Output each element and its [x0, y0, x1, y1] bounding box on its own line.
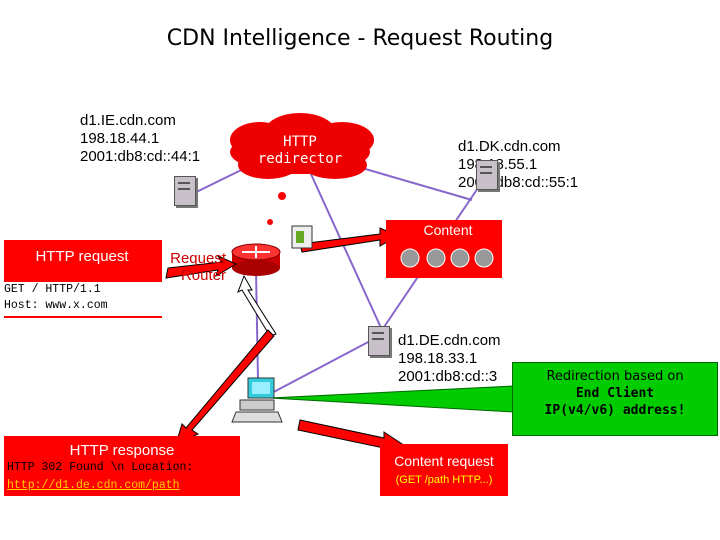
- http-response-label: HTTP response: [69, 442, 175, 459]
- arrow-request: [165, 254, 238, 279]
- request-router-line-1: Request: [170, 250, 226, 267]
- site-de-ipv4: 198.18.33.1: [398, 350, 478, 367]
- request-router-label: Request Router: [160, 250, 226, 284]
- site-de-label: d1.DE.cdn.com 198.18.33.1 2001:db8:cd::3: [398, 332, 501, 386]
- site-dk-host: d1.DK.cdn.com: [458, 138, 561, 155]
- router-icon: [231, 243, 281, 276]
- content-request-detail: (GET /path HTTP...): [395, 474, 493, 486]
- client-computer-icon: [231, 377, 283, 423]
- link-router-client: [255, 269, 259, 381]
- http-request-code: GET / HTTP/1.1 Host: www.x.com: [4, 282, 162, 316]
- page-title: CDN Intelligence - Request Routing: [166, 26, 554, 51]
- callout-line-1: Redirection based on: [546, 369, 684, 384]
- redirector-line-1: HTTP: [283, 134, 317, 150]
- site-ie-label: d1.IE.cdn.com 198.18.44.1 2001:db8:cd::4…: [80, 112, 200, 166]
- link-dot: [267, 219, 273, 225]
- http-response-code-line-1: HTTP 302 Found \n Location:: [7, 461, 194, 474]
- callout-line-2: End Client: [575, 386, 655, 401]
- content-box: Content: [386, 220, 502, 278]
- http-request-line-2: Host: www.x.com: [4, 299, 108, 312]
- content-request-box: Content request (GET /path HTTP...): [380, 444, 508, 496]
- site-ie-ipv6: 2001:db8:cd::44:1: [80, 148, 201, 165]
- site-de-host: d1.DE.cdn.com: [398, 332, 501, 349]
- link-de-client: [267, 339, 373, 396]
- redirection-callout: Redirection based on End Client IP(v4/v6…: [512, 362, 718, 436]
- http-request-box: HTTP request GET / HTTP/1.1 Host: www.x.…: [4, 240, 162, 318]
- link-dot: [278, 192, 286, 200]
- site-de-ipv6: 2001:db8:cd::3: [398, 368, 498, 385]
- site-ie-ipv4: 198.18.44.1: [80, 130, 160, 147]
- content-request-label: Content request: [394, 453, 494, 469]
- content-box-label: Content: [423, 222, 473, 238]
- content-icon: [291, 225, 313, 249]
- redirector-cloud: [230, 113, 374, 179]
- callout-pointer: [269, 385, 515, 413]
- http-response-location-link: http://d1.de.cdn.com/path: [7, 479, 180, 492]
- site-ie-host: d1.IE.cdn.com: [80, 112, 176, 129]
- callout-line-3: IP(v4/v6) address!: [544, 403, 686, 418]
- server-ie-icon: [174, 176, 196, 206]
- redirector-line-2: redirector: [257, 151, 343, 167]
- http-request-line-1: GET / HTTP/1.1: [4, 283, 101, 296]
- request-router-line-2: Router: [180, 267, 226, 284]
- server-dk-icon: [476, 160, 498, 190]
- redirector-label: HTTP redirector: [248, 134, 352, 168]
- arrow-dk-content: [299, 227, 400, 253]
- server-de-icon: [368, 326, 390, 356]
- http-request-label: HTTP request: [35, 248, 129, 265]
- content-media-icons: [400, 248, 494, 268]
- http-response-box: HTTP response HTTP 302 Found \n Location…: [4, 436, 240, 496]
